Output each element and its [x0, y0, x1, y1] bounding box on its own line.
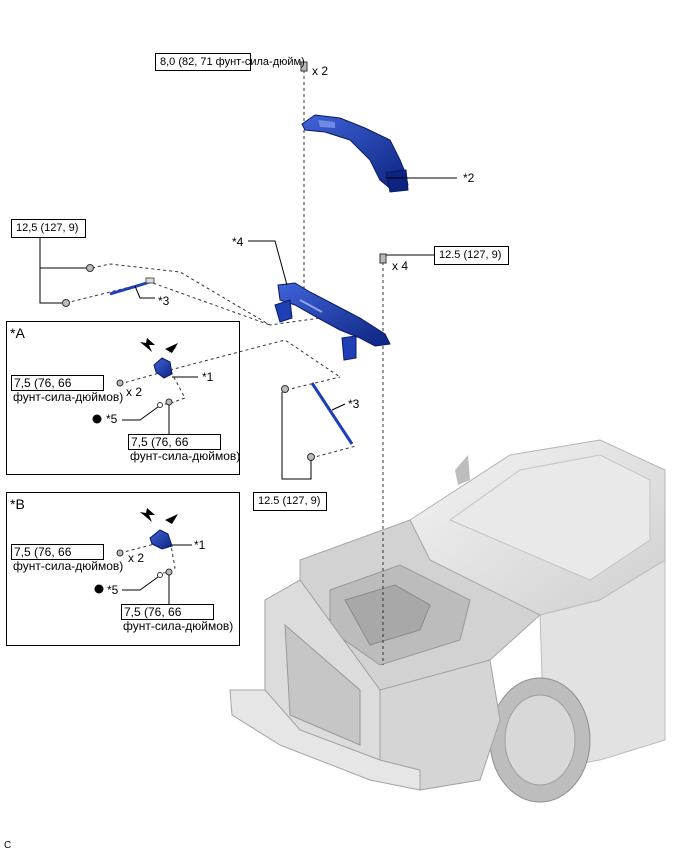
torque-lower-strut: 12.5 (127, 9) [253, 492, 327, 511]
callout-2: *2 [463, 171, 475, 185]
support-bracket-part-4 [274, 282, 391, 361]
leader-lines [39, 177, 457, 604]
panel-a-title: *A [10, 325, 25, 341]
figure-code: C [4, 840, 12, 851]
air-duct-part-2 [301, 114, 409, 193]
torque-left-bracket: 12,5 (127, 9) [11, 219, 86, 238]
callout-5-panel-b: *5 [107, 583, 119, 597]
callout-3-upper: *3 [158, 294, 170, 308]
callout-4: *4 [232, 235, 244, 249]
vehicle-front-illustration [229, 439, 666, 803]
detail-panel-b: *B [6, 492, 240, 646]
grease-dot-b [94, 584, 104, 594]
callout-1-panel-b: *1 [194, 538, 206, 552]
torque-panel-b-left: 7,5 (76, 66 фунт-сила-дюймов) [11, 544, 124, 573]
qty-top-bolt: x 2 [312, 64, 329, 78]
clip-part-1-panel-b [149, 529, 173, 550]
strut-rod-upper-part-3 [109, 277, 155, 296]
torque-top-bolt: 8,0 (82, 71 фунт-сила-дюйм) [155, 53, 305, 71]
callout-3-lower: *3 [348, 397, 360, 411]
callout-1-panel-a: *1 [202, 370, 214, 384]
qty-panel-a: x 2 [126, 385, 143, 399]
bolts [62, 61, 387, 578]
torque-panel-b-lower: 7,5 (76, 66 фунт-сила-дюймов) [121, 604, 234, 633]
qty-right-bolt: x 4 [392, 259, 409, 273]
torque-panel-a-lower: 7,5 (76, 66 фунт-сила-дюймов) [128, 434, 241, 463]
callout-5-panel-a: *5 [106, 412, 118, 426]
arrows [140, 338, 178, 524]
detail-panel-a: *A [6, 321, 240, 475]
strut-rod-lower-part-3 [310, 382, 354, 445]
clip-part-1-panel-a [153, 357, 173, 379]
grease-dot-a [92, 414, 102, 424]
panel-b-title: *B [10, 496, 25, 512]
qty-panel-b: x 2 [128, 551, 145, 565]
torque-right-bolt: 12.5 (127, 9) [434, 246, 509, 265]
torque-panel-a-left: 7,5 (76, 66 фунт-сила-дюймов) [11, 375, 124, 404]
